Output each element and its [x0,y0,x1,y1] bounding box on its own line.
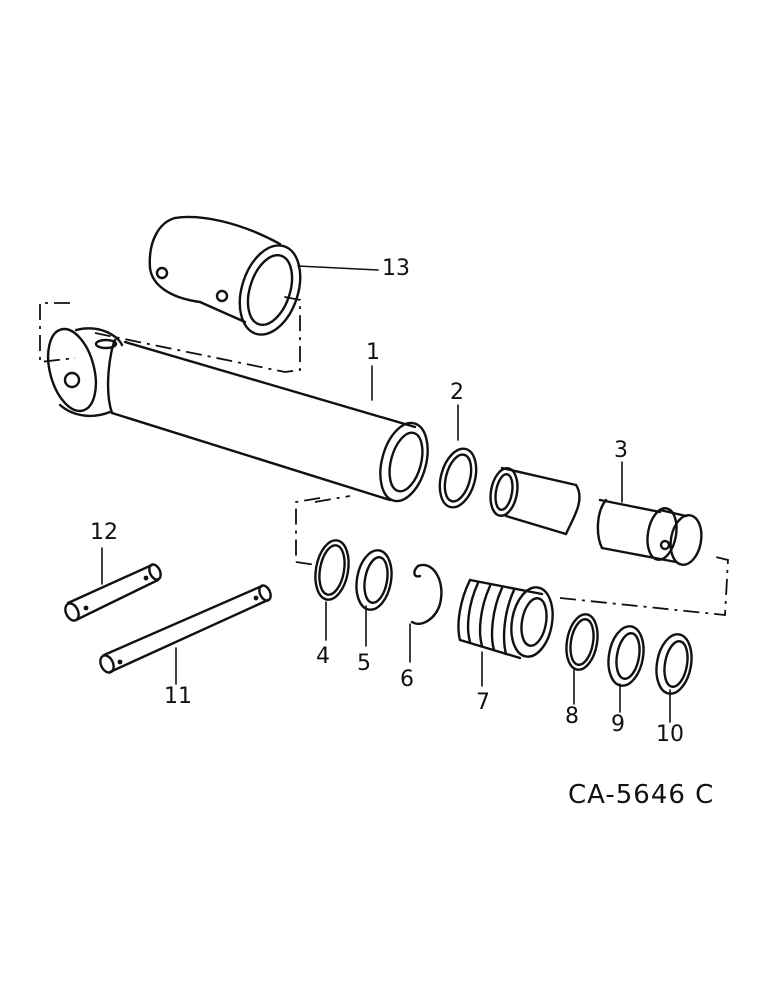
part-6-retaining-ring [410,563,443,625]
part-1-cylinder-barrel [46,327,429,503]
part-4-o-ring [314,539,350,601]
callout-6: 6 [400,667,414,692]
part-11-long-pin [99,584,272,674]
part-9-backup-ring-inner [615,632,641,680]
group-bracket-lower [295,495,729,616]
callout-8: 8 [565,704,579,729]
part-5-backup-ring-inner [363,556,389,604]
part-13-bushing [148,215,302,336]
part-8-o-ring-inner [569,618,595,666]
callout-7: 7 [476,690,490,715]
callout-3: 3 [614,438,628,463]
callout-2: 2 [450,380,464,405]
callout-5: 5 [357,651,371,676]
part-4-o-ring-inner [318,544,346,596]
callout-10: 10 [656,722,684,747]
leader-13 [297,265,379,271]
part-2-snap-ring [438,447,478,509]
part-3-piston-rod [489,466,703,566]
callout-4: 4 [316,644,330,669]
part-7-piston [457,578,554,660]
callout-9: 9 [611,712,625,737]
part-10-wiper [655,633,693,695]
group-bracket-upper [39,295,301,373]
part-10-wiper-inner [663,640,689,688]
part-5-backup-ring [355,549,393,611]
part-12-short-pin [64,563,162,622]
callout-1: 1 [366,340,380,365]
callout-13: 13 [382,256,410,281]
callout-11: 11 [164,684,192,709]
part-8-o-ring [565,613,599,671]
drawing-code: CA-5646 C [568,780,715,810]
callout-12: 12 [90,520,118,545]
